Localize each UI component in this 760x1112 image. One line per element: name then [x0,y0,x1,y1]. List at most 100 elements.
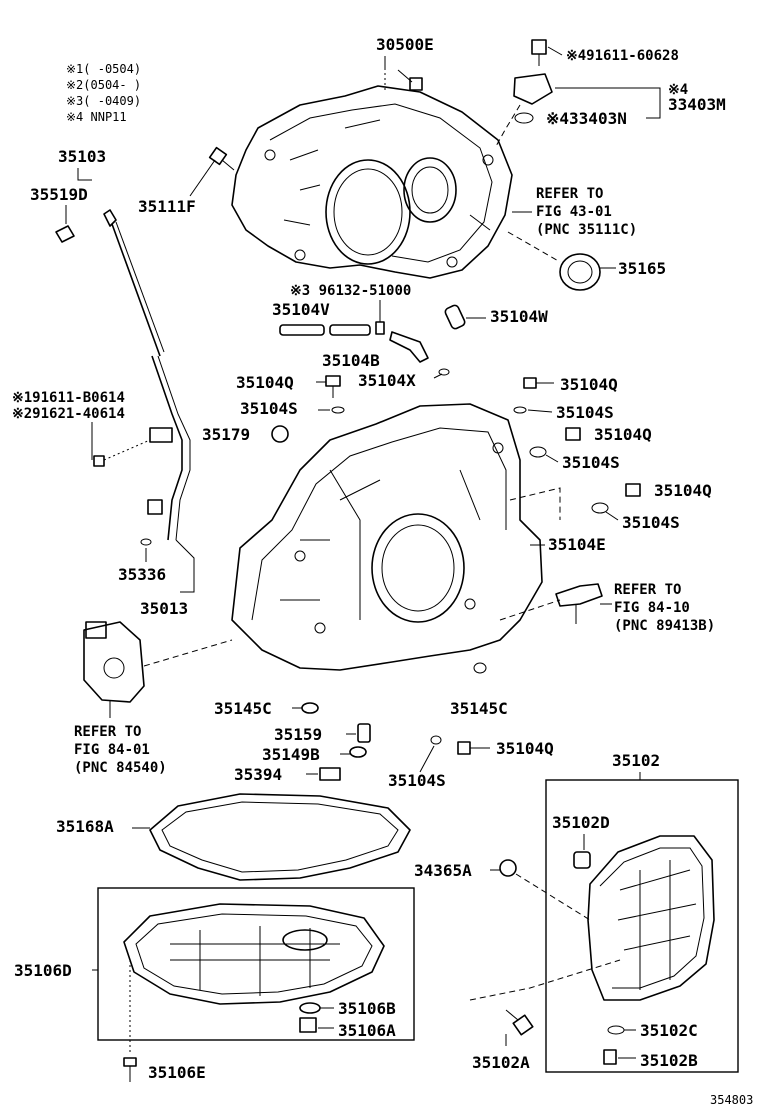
label-35013: 35013 [140,599,188,618]
label-30500E: 30500E [376,35,434,54]
label-35102A: 35102A [472,1053,530,1072]
label-35104S-2: 35104S [556,403,614,422]
label-35394: 35394 [234,765,282,784]
label-35102: 35102 [612,751,660,770]
refer3-line3: (PNC 84540) [74,760,167,776]
o-ring-35104S-4-icon [591,502,609,514]
label-33403N: ※433403N [546,109,627,128]
note-3: ※3( -0409) [66,94,141,108]
note-4: ※4 NNP11 [66,110,127,124]
notes-block: ※1( -0504) ※2(0504- ) ※3( -0409) ※4 NNP1… [66,62,141,124]
dipstick-icon [55,209,165,357]
plug-35104W-icon [444,304,466,330]
label-35149B: 35149B [262,745,320,764]
label-35165: 35165 [618,259,666,278]
bolt-35104Q-5-icon [457,741,490,755]
label-35104Q-3: 35104Q [594,425,652,444]
label-35168A: 35168A [56,817,114,836]
label-35106B: 35106B [338,999,396,1018]
note-2: ※2(0504- ) [66,78,141,92]
plug-35102B-icon [603,1049,617,1065]
filler-pipe-icon [140,355,191,546]
refer2-line2: FIG 84-10 [614,600,690,616]
label-35102C: 35102C [640,1021,698,1040]
transaxle-housing-drawing [231,85,513,279]
label-35104Q-2: 35104Q [560,375,618,394]
magnet-35394-icon [319,767,341,781]
transmission-case-drawing [231,403,543,671]
label-35103: 35103 [58,147,106,166]
refer2-line3: (PNC 89413B) [614,618,715,634]
tube-35104V-icon [279,321,429,363]
speed-sensor-icon [513,39,553,124]
oil-seal-icon [559,253,601,291]
label-35104S-5: 35104S [388,771,446,790]
refer2-line1: REFER TO [614,582,681,598]
bolt-35104Q-2-icon [523,377,554,389]
label-91621-40614: ※291621-40614 [12,406,125,422]
label-35519D: 35519D [30,185,88,204]
bolt-35106E-icon [123,1057,137,1082]
label-35104Q-5: 35104Q [496,739,554,758]
label-33403M: 33403M [668,95,726,114]
label-91611-B0614: ※191611-B0614 [12,390,125,406]
pin-34365A-icon [499,859,517,877]
label-35111F: 35111F [138,197,196,216]
label-35104S-4: 35104S [622,513,680,532]
label-35159: 35159 [274,725,322,744]
refer1-line2: FIG 43-01 [536,204,612,220]
plug-35159-icon [357,723,371,743]
label-35106E: 35106E [148,1063,206,1082]
label-35104E: 35104E [548,535,606,554]
label-35102B: 35102B [640,1051,698,1070]
bolt-35111F-icon [208,146,235,171]
bolt-35104Q-4-icon [625,483,641,497]
label-33403M-mark: ※4 [668,82,688,98]
o-ring-35104S-3-icon [529,446,547,458]
label-35104B: 35104B [322,351,380,370]
washer-35149B-icon [349,746,367,758]
valve-body-group-box [545,779,739,1073]
o-ring-35104X-icon [438,368,450,376]
label-35336: 35336 [118,565,166,584]
label-96132-51000: ※3 96132-51000 [290,283,411,299]
label-35104S-3: 35104S [562,453,620,472]
label-35102D: 35102D [552,813,610,832]
refer1-line1: REFER TO [536,186,603,202]
label-35104S-1: 35104S [240,399,298,418]
gasket-35145C-1-icon [301,702,319,714]
plug-35179-icon [271,425,289,443]
label-35104V: 35104V [272,300,330,319]
label-34365A: 34365A [414,861,472,880]
oil-pan-gasket-drawing [149,793,411,881]
label-35104W: 35104W [490,307,548,326]
label-35104Q-4: 35104Q [654,481,712,500]
filter-35102D-icon [573,851,591,869]
oil-pan-drawing [123,903,385,1005]
bolt-30500E-icon [384,68,423,91]
label-35145C-1: 35145C [214,699,272,718]
valve-body-drawing [587,835,715,1001]
label-91611-60628: ※491611-60628 [566,48,679,64]
note-1: ※1( -0504) [66,62,141,76]
o-ring-35104S-1-icon [331,406,345,414]
speed-sensor-right-icon [555,583,603,624]
gasket-35145C-2-icon [473,662,487,674]
label-35106D: 35106D [14,961,72,980]
neutral-switch-icon [83,621,145,703]
gasket-35106B-icon [299,1002,321,1014]
bolt-35104Q-1-icon [325,375,341,398]
label-35104X: 35104X [358,371,416,390]
drain-plug-35106A-icon [299,1017,317,1033]
o-ring-35104S-5-icon [430,735,442,745]
refer3-line1: REFER TO [74,724,141,740]
label-35179: 35179 [202,425,250,444]
label-35145C-2: 35145C [450,699,508,718]
refer3-line2: FIG 84-01 [74,742,150,758]
label-35106A: 35106A [338,1021,396,1040]
bolt-35102A-icon [505,1009,534,1036]
refer1-line3: (PNC 35111C) [536,222,637,238]
bolt-35104Q-3-icon [565,427,581,441]
